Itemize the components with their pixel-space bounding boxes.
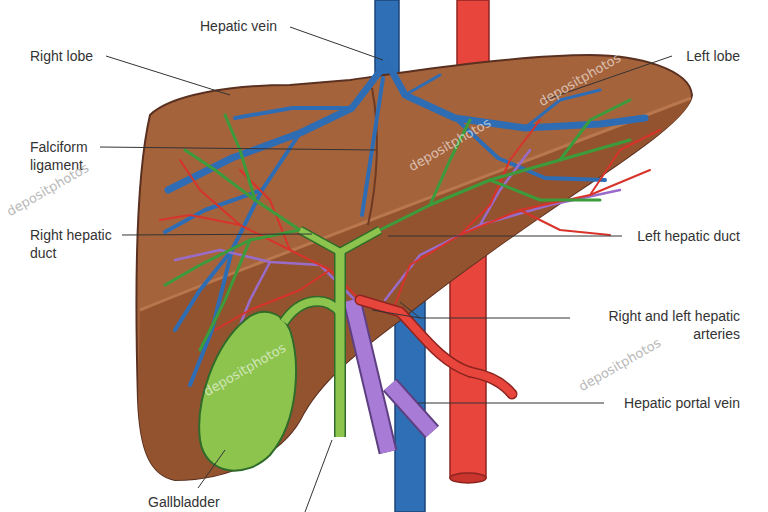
arterial-branches — [160, 120, 660, 330]
portal-branches — [175, 150, 620, 350]
part-label: Hepatic vein — [200, 17, 277, 35]
part-label: Gallbladder — [148, 493, 220, 511]
watermark: depositphotos — [576, 335, 664, 395]
liver-underside — [138, 98, 691, 480]
part-label: Hepatic portal vein — [624, 394, 740, 412]
hepatic-artery — [360, 300, 512, 394]
portal-vein — [352, 300, 432, 452]
part-label: Left hepatic duct — [637, 227, 740, 245]
liver — [136, 55, 692, 480]
extrahepatic-ducts — [284, 230, 380, 437]
gallbladder — [199, 312, 296, 471]
part-label: Right hepatic duct — [30, 226, 135, 262]
part-label: Right lobe — [30, 47, 93, 65]
part-label: Left lobe — [686, 47, 740, 65]
aorta-end — [450, 473, 486, 483]
liver-edge — [140, 98, 691, 310]
leader-lines — [100, 27, 672, 512]
